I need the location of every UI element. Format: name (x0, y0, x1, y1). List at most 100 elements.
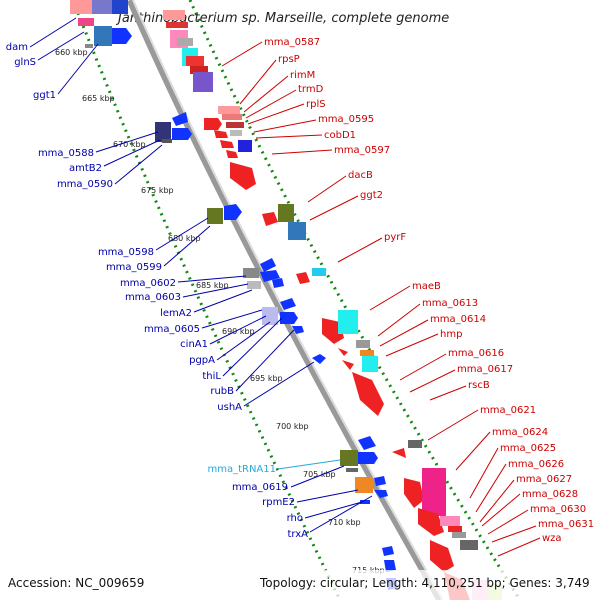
gene-label[interactable]: rimM (290, 70, 315, 81)
gene-block[interactable] (408, 440, 422, 448)
gene-block[interactable] (85, 44, 93, 48)
gene-label[interactable]: mma_0588 (38, 148, 94, 159)
gene-arrow[interactable] (292, 326, 304, 334)
gene-arrow[interactable] (260, 258, 276, 272)
gene-block[interactable] (355, 477, 373, 493)
gene-arrow[interactable] (172, 112, 188, 126)
gene-block[interactable] (448, 526, 462, 532)
gene-block[interactable] (163, 10, 185, 20)
gene-arrow[interactable] (260, 270, 280, 282)
gene-arrow[interactable] (112, 0, 128, 14)
gene-label[interactable]: dacB (348, 170, 373, 181)
gene-label[interactable]: mma_0617 (457, 364, 513, 375)
gene-block[interactable] (360, 500, 370, 504)
gene-label[interactable]: glnS (14, 57, 36, 68)
gene-arrow[interactable] (220, 140, 234, 148)
gene-arrow[interactable] (342, 360, 354, 370)
gene-label[interactable]: mma_0614 (430, 314, 486, 325)
gene-label[interactable]: cinA1 (180, 339, 208, 350)
gene-block[interactable] (226, 122, 244, 128)
gene-label[interactable]: rpsP (278, 54, 300, 65)
gene-block[interactable] (440, 516, 460, 526)
gene-block[interactable] (166, 22, 188, 28)
gene-block[interactable] (230, 130, 242, 136)
gene-label[interactable]: mma_0630 (530, 504, 586, 515)
gene-label[interactable]: maeB (412, 281, 441, 292)
gene-label[interactable]: pyrF (384, 232, 406, 243)
gene-arrow[interactable] (358, 436, 376, 450)
gene-arrow[interactable] (230, 162, 256, 190)
gene-arrow[interactable] (312, 354, 326, 364)
gene-label[interactable]: mma_0628 (522, 489, 578, 500)
gene-block[interactable] (207, 208, 223, 224)
gene-label[interactable]: rplS (306, 99, 326, 110)
gene-arrow[interactable] (338, 348, 348, 356)
gene-block[interactable] (70, 0, 92, 14)
gene-arrow[interactable] (384, 560, 396, 572)
gene-label[interactable]: trmD (298, 84, 324, 95)
gene-block[interactable] (186, 56, 204, 66)
gene-label[interactable]: rpmE2 (262, 497, 295, 508)
gene-label[interactable]: mma_0605 (144, 324, 200, 335)
gene-block[interactable] (312, 268, 326, 276)
gene-arrow[interactable] (172, 128, 192, 140)
gene-label[interactable]: pgpA (189, 355, 215, 366)
gene-block[interactable] (94, 26, 112, 46)
gene-arrow[interactable] (112, 28, 132, 44)
gene-block[interactable] (452, 532, 466, 538)
gene-block[interactable] (262, 307, 278, 325)
gene-block[interactable] (356, 340, 370, 348)
gene-label[interactable]: wza (542, 533, 562, 544)
gene-arrow[interactable] (280, 312, 298, 324)
gene-block[interactable] (340, 450, 358, 466)
gene-label[interactable]: thiL (202, 371, 221, 382)
gene-label[interactable]: mma_0602 (120, 278, 176, 289)
gene-label[interactable]: rho (287, 513, 303, 524)
gene-block[interactable] (92, 0, 112, 14)
gene-arrow[interactable] (296, 272, 310, 284)
gene-block[interactable] (360, 350, 374, 356)
gene-label[interactable]: mma_0595 (318, 114, 374, 125)
gene-arrow[interactable] (392, 448, 406, 458)
gene-block[interactable] (162, 139, 172, 143)
gene-arrow[interactable] (430, 540, 454, 572)
gene-label[interactable]: mma_0599 (106, 262, 162, 273)
gene-block[interactable] (78, 18, 94, 26)
gene-label[interactable]: mma_0597 (334, 145, 390, 156)
gene-block[interactable] (238, 140, 252, 152)
gene-label[interactable]: mma_0621 (480, 405, 536, 416)
trna-label[interactable]: mma_tRNA11 (207, 464, 276, 475)
gene-arrow[interactable] (226, 150, 238, 158)
gene-label[interactable]: hmp (440, 329, 462, 340)
gene-block[interactable] (218, 106, 240, 114)
gene-label[interactable]: amtB2 (69, 163, 102, 174)
gene-arrow[interactable] (418, 508, 444, 536)
gene-arrow[interactable] (374, 490, 388, 498)
gene-block[interactable] (460, 540, 478, 550)
gene-block[interactable] (278, 204, 294, 222)
gene-block[interactable] (346, 468, 358, 472)
gene-label[interactable]: lemA2 (160, 308, 192, 319)
gene-label[interactable]: mma_0627 (516, 474, 572, 485)
gene-label[interactable]: mma_0616 (448, 348, 504, 359)
gene-label[interactable]: mma_0590 (57, 179, 113, 190)
gene-block[interactable] (243, 268, 259, 278)
gene-arrow[interactable] (374, 476, 386, 486)
gene-block[interactable] (338, 310, 358, 334)
gene-arrow[interactable] (262, 212, 278, 226)
gene-label[interactable]: mma_0624 (492, 427, 548, 438)
gene-arrow[interactable] (214, 130, 228, 138)
gene-label[interactable]: rubB (210, 386, 234, 397)
gene-label[interactable]: cobD1 (324, 130, 356, 141)
gene-block[interactable] (190, 66, 208, 74)
gene-label[interactable]: trxA (287, 529, 308, 540)
gene-label[interactable]: mma_0626 (508, 459, 564, 470)
gene-arrow[interactable] (352, 372, 384, 416)
gene-label[interactable]: mma_0631 (538, 519, 594, 530)
gene-arrow[interactable] (382, 546, 394, 556)
gene-label[interactable]: dam (6, 42, 28, 53)
gene-label[interactable]: mma_0613 (422, 298, 478, 309)
gene-label[interactable]: mma_0619 (232, 482, 288, 493)
gene-label[interactable]: mma_0587 (264, 37, 320, 48)
gene-label[interactable]: mma_0625 (500, 443, 556, 454)
